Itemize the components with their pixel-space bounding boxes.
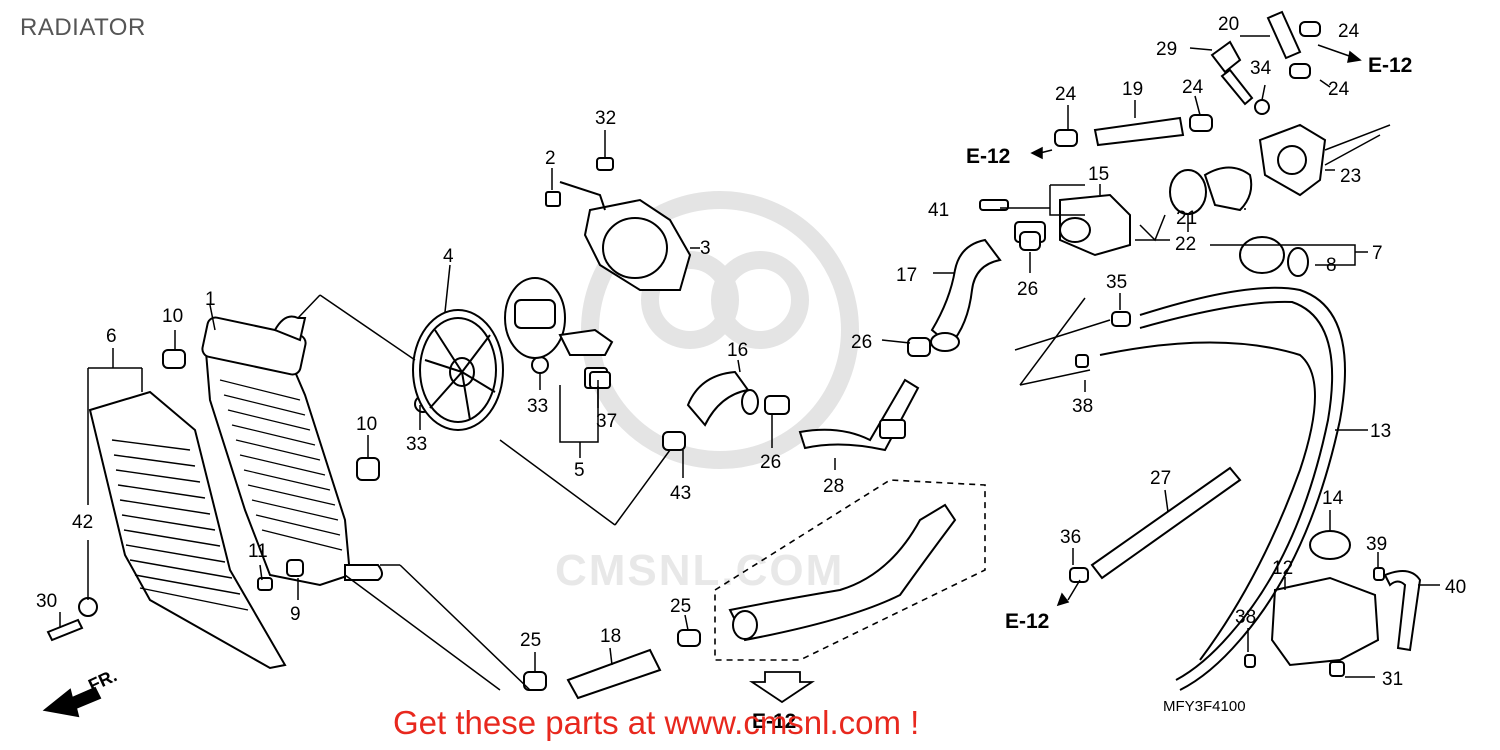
callout-12: 12 — [1272, 558, 1293, 579]
front-arrow-icon — [42, 686, 102, 718]
overflow-hose-13-part[interactable] — [1099, 286, 1346, 691]
hose-16-part[interactable] — [686, 370, 759, 427]
callout-7: 7 — [1372, 243, 1383, 264]
ref-e12-left: E-12 — [966, 145, 1010, 168]
callout-35: 35 — [1106, 272, 1127, 293]
ref-arrow-bottom — [749, 671, 815, 704]
callout-32: 32 — [595, 108, 616, 129]
callout-40: 40 — [1445, 577, 1466, 598]
hose-19-part[interactable] — [1093, 116, 1185, 147]
fan-shroud-part[interactable] — [545, 157, 692, 291]
callout-numbers: 1 2 3 4 5 6 7 8 9 10 10 11 12 13 14 15 1… — [36, 14, 1466, 690]
callout-26a: 26 — [760, 452, 781, 473]
callout-14: 14 — [1322, 488, 1344, 509]
callout-28: 28 — [823, 476, 844, 497]
page-title: RADIATOR — [20, 14, 146, 41]
callout-33b: 33 — [527, 396, 548, 417]
fan-motor-part[interactable] — [504, 277, 614, 389]
breather-hose-27-part[interactable] — [1090, 466, 1242, 580]
callout-16: 16 — [727, 340, 748, 361]
callout-6: 6 — [106, 326, 117, 347]
callout-26c: 26 — [1017, 279, 1038, 300]
hose-20-part[interactable] — [1266, 10, 1302, 60]
callout-43: 43 — [670, 483, 691, 504]
fan-part[interactable] — [412, 309, 504, 431]
callout-2: 2 — [545, 148, 556, 169]
callout-37: 37 — [596, 411, 617, 432]
callout-25b: 25 — [670, 596, 691, 617]
cap-7-part[interactable] — [1239, 236, 1309, 277]
callout-24d: 24 — [1328, 79, 1350, 100]
callout-5: 5 — [574, 460, 585, 481]
callout-17: 17 — [896, 265, 917, 286]
radiator-cover-part[interactable] — [88, 390, 287, 670]
leader-lines — [59, 35, 1440, 691]
callout-11: 11 — [248, 541, 268, 562]
callout-42: 42 — [72, 512, 93, 533]
callout-38b: 38 — [1235, 607, 1256, 628]
callout-26b: 26 — [851, 332, 872, 353]
sensor-part[interactable] — [1210, 40, 1254, 106]
callout-18: 18 — [600, 626, 621, 647]
callout-9: 9 — [290, 604, 301, 625]
callout-36: 36 — [1060, 527, 1081, 548]
ref-e12-bottom-right: E-12 — [1005, 610, 1049, 633]
callout-33a: 33 — [406, 434, 427, 455]
callout-15: 15 — [1088, 164, 1109, 185]
pipe-dashed-box — [714, 479, 986, 661]
clamps[interactable] — [523, 21, 1385, 691]
callout-4: 4 — [443, 246, 454, 267]
thermostat-part[interactable] — [1169, 166, 1253, 215]
callout-24c: 24 — [1182, 77, 1204, 98]
outlet-pipe-part[interactable] — [728, 503, 957, 642]
callout-29: 29 — [1156, 39, 1177, 60]
callout-31: 31 — [1382, 669, 1403, 690]
ref-arrows — [1030, 50, 1362, 607]
reserve-tank-part[interactable] — [1270, 530, 1422, 667]
callout-39: 39 — [1366, 534, 1387, 555]
callout-30: 30 — [36, 591, 57, 612]
callout-10b: 10 — [356, 414, 377, 435]
hose-17-part[interactable] — [930, 238, 1002, 352]
callout-22: 22 — [1175, 234, 1196, 255]
callout-19: 19 — [1122, 79, 1143, 100]
callout-1: 1 — [205, 289, 216, 310]
callout-3: 3 — [700, 238, 711, 259]
callout-8: 8 — [1326, 255, 1337, 276]
callout-10a: 10 — [162, 306, 183, 327]
callout-34: 34 — [1250, 58, 1272, 79]
callout-24a: 24 — [1338, 21, 1360, 42]
ref-e12-bottom: E-12 — [752, 710, 796, 733]
pipe-28-part[interactable] — [798, 378, 920, 452]
callout-21: 21 — [1176, 208, 1197, 229]
hose-18-part[interactable] — [566, 648, 662, 700]
ref-e12-top-right: E-12 — [1368, 54, 1412, 77]
callout-27: 27 — [1150, 468, 1171, 489]
callout-13: 13 — [1370, 421, 1391, 442]
callout-41: 41 — [928, 200, 949, 221]
callout-25a: 25 — [520, 630, 541, 651]
promo-link-text[interactable]: Get these parts at www.cmsnl.com ! — [393, 704, 920, 741]
radiator-core-part[interactable] — [201, 315, 383, 587]
callout-38a: 38 — [1072, 396, 1093, 417]
callout-23: 23 — [1340, 166, 1361, 187]
watermark-text: CMSNL.COM — [555, 546, 844, 595]
water-pump-cover-part[interactable] — [1258, 123, 1327, 197]
callout-20: 20 — [1218, 14, 1239, 35]
callout-24b: 24 — [1055, 84, 1077, 105]
diagram-code: MFY3F4100 — [1163, 698, 1246, 715]
